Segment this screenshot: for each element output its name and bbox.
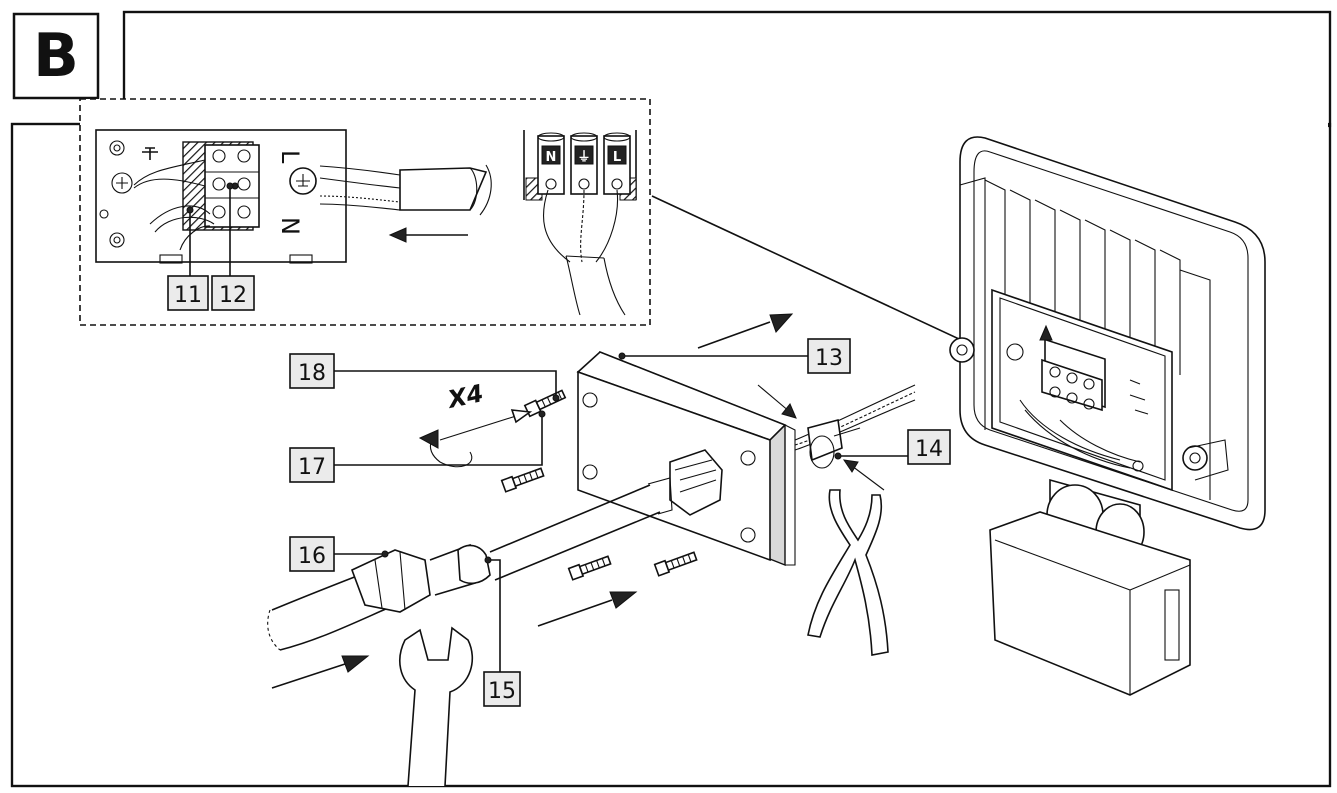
floodlight-fixture [949, 136, 1266, 696]
callout-14: 14 [907, 429, 951, 465]
panel-letter: B [33, 21, 79, 91]
block-label-n: N [276, 217, 304, 235]
svg-text:15: 15 [488, 679, 516, 704]
terminal-label-n: N [546, 150, 557, 165]
junction-box [576, 350, 796, 567]
svg-text:11: 11 [174, 283, 202, 308]
panel-letter-box: B [12, 12, 100, 100]
callout-18: 18 [289, 353, 335, 389]
svg-text:12: 12 [219, 283, 247, 308]
block-label-l: L [276, 150, 304, 164]
callout-13: 13 [807, 338, 851, 374]
leader-lines [186, 182, 908, 672]
callout-15: 15 [483, 671, 521, 707]
terminal-label-l: L [613, 150, 621, 165]
wrench-tool [399, 626, 474, 787]
callout-11: 11 [167, 275, 209, 311]
svg-text:14: 14 [915, 437, 943, 462]
svg-text:18: 18 [298, 361, 326, 386]
direction-arrows [271, 313, 885, 689]
callout-16: 16 [289, 536, 335, 572]
terminal-label-earth: ⏚ [577, 150, 590, 165]
callout-12: 12 [211, 275, 255, 311]
svg-text:17: 17 [298, 455, 326, 480]
pliers-tool [807, 489, 889, 656]
terminal-connector-detail: N ⏚ L [523, 130, 637, 316]
callout-17: 17 [289, 447, 335, 483]
cable-clamp [794, 384, 916, 469]
cable-assembly [267, 477, 673, 651]
screws [500, 389, 698, 581]
svg-text:16: 16 [298, 544, 326, 569]
terminal-plate-detail: L N [95, 129, 492, 264]
svg-text:13: 13 [815, 346, 843, 371]
